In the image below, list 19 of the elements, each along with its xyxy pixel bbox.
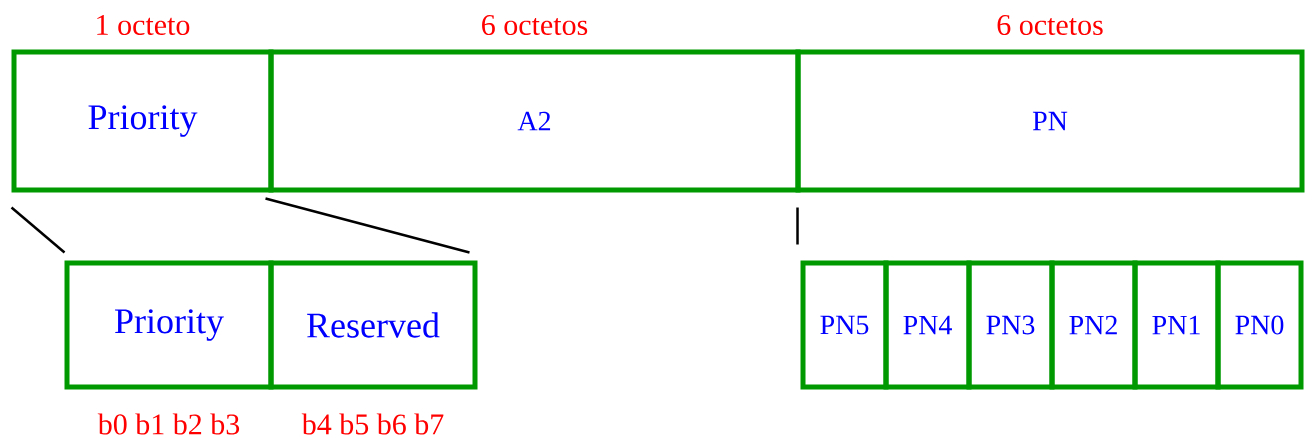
field-box: Priority [64, 260, 274, 390]
field-box: PN4 [883, 260, 972, 390]
field-box: PN3 [966, 260, 1055, 390]
size-label: 6 octetos [482, 14, 588, 36]
size-label: 6 octetos [997, 14, 1103, 36]
field-box: PN [795, 49, 1305, 193]
size-label: b4 b5 b6 b7 [301, 413, 444, 435]
leader-line [796, 207, 799, 245]
leader-line [265, 197, 470, 254]
field-box: Priority [11, 49, 274, 193]
field-box: Reserved [268, 260, 478, 390]
leader-line [10, 206, 66, 254]
size-label: 1 octeto [97, 14, 190, 36]
field-box: PN1 [1132, 260, 1221, 390]
field-box: PN2 [1049, 260, 1138, 390]
size-label: b0 b1 b2 b3 [97, 413, 240, 435]
field-box: PN0 [1215, 260, 1304, 390]
field-box: PN5 [800, 260, 889, 390]
field-box: A2 [268, 49, 801, 193]
